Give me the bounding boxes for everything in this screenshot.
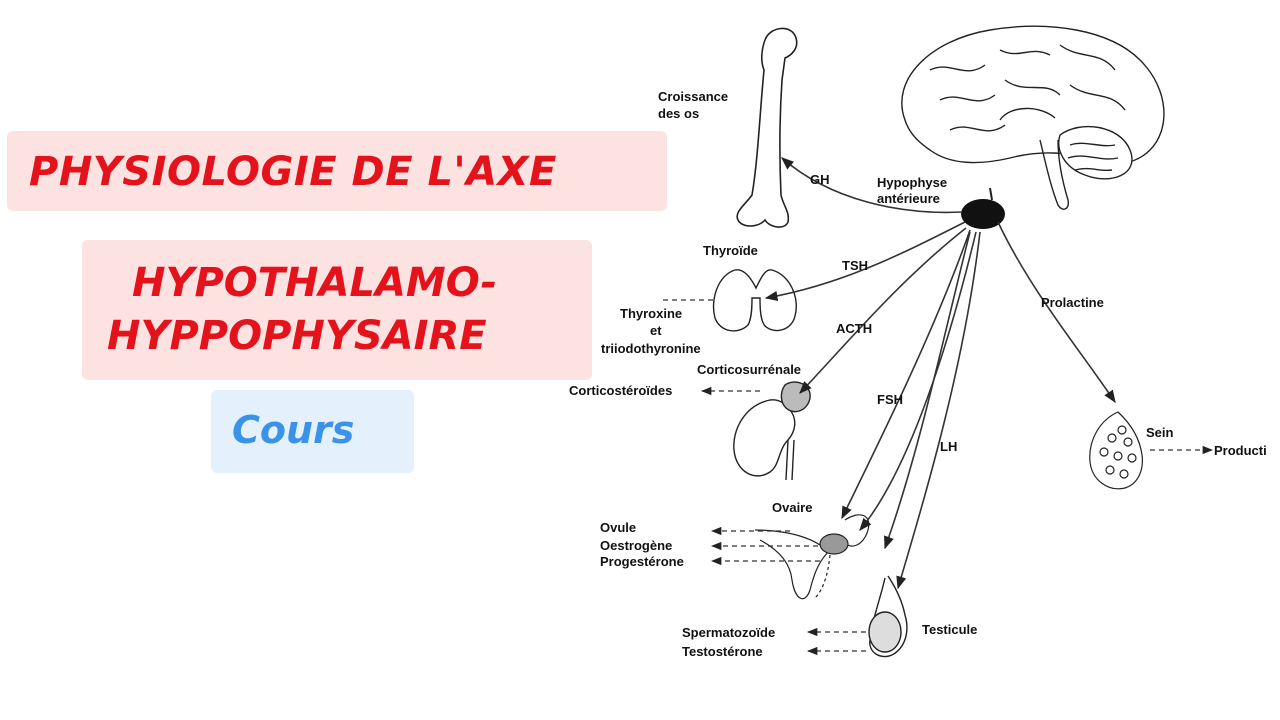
label-lh: LH — [940, 439, 957, 454]
label-progesterone: Progestérone — [600, 554, 684, 569]
label-des-os: des os — [658, 106, 699, 121]
bone-illustration — [736, 27, 798, 228]
arrow-tsh — [764, 221, 966, 302]
label-production: Producti — [1214, 443, 1267, 458]
label-acth: ACTH — [836, 321, 872, 336]
title-line3: HYPPOPHYSAIRE — [107, 313, 487, 359]
label-triiodothyronine: triiodothyronine — [601, 341, 701, 356]
label-oestrogene: Oestrogène — [600, 538, 672, 553]
label-corticosteroides: Corticostéroïdes — [569, 383, 672, 398]
label-spermatozoide: Spermatozoïde — [682, 625, 775, 640]
adrenal-illustration — [733, 381, 811, 481]
arrow-fsh-ovary — [841, 229, 971, 520]
title-line1: PHYSIOLOGIE DE L'AXE — [29, 149, 557, 195]
title-banner-line1: PHYSIOLOGIE DE L'AXE — [7, 131, 667, 211]
label-et: et — [650, 323, 662, 338]
title-banner-line2: HYPOTHALAMO- HYPPOPHYSAIRE — [82, 240, 592, 380]
diagram-labels: Hypophyse antérieure Croissance des os G… — [569, 89, 1267, 659]
label-croissance: Croissance — [658, 89, 728, 104]
label-corticosurrenale: Corticosurrénale — [697, 362, 801, 377]
label-thyroxine: Thyroxine — [620, 306, 682, 321]
label-tsh: TSH — [842, 258, 868, 273]
label-anterieure: antérieure — [877, 191, 940, 206]
title-line2: HYPOTHALAMO- — [132, 260, 498, 306]
label-prolactine: Prolactine — [1041, 295, 1104, 310]
arrow-prolactine — [997, 221, 1116, 404]
arrow-gh — [781, 157, 963, 214]
label-fsh: FSH — [877, 392, 903, 407]
label-ovaire: Ovaire — [772, 500, 812, 515]
thyroid-illustration — [712, 269, 797, 332]
pituitary-gland — [961, 187, 1005, 229]
label-sein: Sein — [1146, 425, 1174, 440]
ovary-illustration — [754, 514, 870, 600]
label-testicule: Testicule — [922, 622, 977, 637]
label-gh: GH — [810, 172, 830, 187]
testis-illustration — [868, 575, 908, 658]
arrow-acth — [799, 227, 967, 394]
label-hypophyse: Hypophyse — [877, 175, 947, 190]
arrow-lh-testis — [896, 231, 981, 590]
arrow-lh-ovary — [859, 231, 977, 531]
brain-illustration — [901, 25, 1165, 210]
arrow-fsh-testis — [884, 231, 971, 550]
breast-illustration — [1089, 411, 1143, 490]
label-thyroide: Thyroïde — [703, 243, 758, 258]
hormone-arrows — [764, 157, 1116, 590]
cours-label: Cours — [232, 408, 355, 452]
product-arrows — [662, 299, 1214, 656]
label-testosterone: Testostérone — [682, 644, 763, 659]
cours-badge: Cours — [211, 390, 414, 473]
label-ovule: Ovule — [600, 520, 636, 535]
